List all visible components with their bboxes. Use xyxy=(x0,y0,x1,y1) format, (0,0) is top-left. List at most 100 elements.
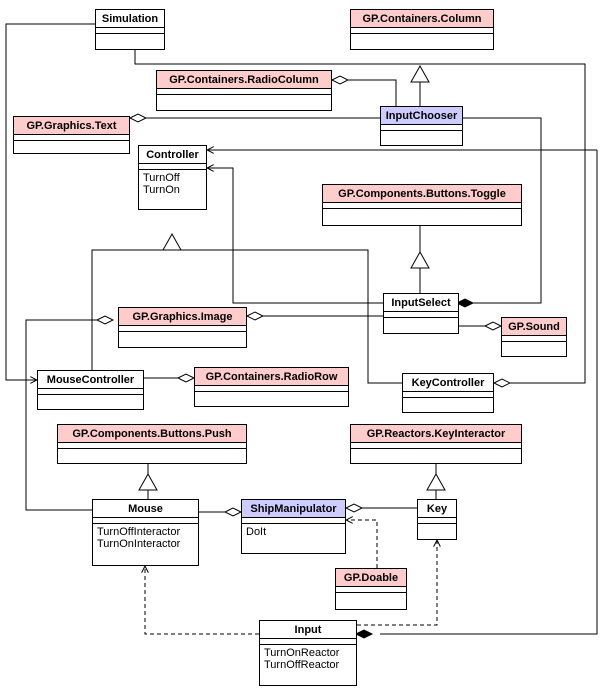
attributes-compartment xyxy=(93,518,198,524)
attributes-compartment xyxy=(242,518,345,524)
operation-doit: DoIt xyxy=(246,526,267,538)
class-keycontroller: KeyController xyxy=(402,373,494,413)
operations-compartment xyxy=(58,449,246,458)
operation-turnonreactor: TurnOnReactor xyxy=(264,647,340,659)
class-name: GP.Containers.RadioColumn xyxy=(157,71,331,89)
aggregation-diamond-text xyxy=(128,113,148,123)
operations-compartment xyxy=(195,392,348,401)
operation-turnoff: TurnOff xyxy=(143,172,180,184)
class-name: InputSelect xyxy=(384,294,458,312)
assoc-input-controller xyxy=(380,150,598,635)
aggregation-diamond-ship-right xyxy=(344,503,364,513)
class-name: GP.Graphics.Image xyxy=(119,308,246,326)
attributes-compartment xyxy=(502,336,566,342)
attributes-compartment xyxy=(195,386,348,392)
operations-compartment xyxy=(381,131,462,140)
class-inputselect: InputSelect xyxy=(383,293,459,334)
class-name: GP.Containers.RadioRow xyxy=(195,368,348,386)
class-input: Input TurnOnReactor TurnOffReactor xyxy=(259,620,357,686)
operations-compartment: TurnOffInteractor TurnOnInteractor xyxy=(93,524,198,552)
class-mousecontroller: MouseController xyxy=(37,370,144,410)
operations-compartment xyxy=(323,209,521,218)
aggregation-diamond-sound xyxy=(483,321,503,331)
attributes-compartment xyxy=(403,392,493,398)
attributes-compartment xyxy=(418,518,456,524)
attributes-compartment xyxy=(58,443,246,449)
operations-compartment xyxy=(351,34,493,43)
operations-compartment xyxy=(351,449,521,458)
class-name: GP.Reactors.KeyInteractor xyxy=(351,425,521,443)
class-name: GP.Graphics.Text xyxy=(14,117,129,135)
composition-inputchooser-inputselect xyxy=(463,117,542,304)
assoc-inputselect-controller xyxy=(207,168,383,304)
class-inputchooser: InputChooser xyxy=(380,106,463,146)
aggregation-diamond-image-left xyxy=(95,315,115,325)
class-name: GP.Sound xyxy=(502,318,566,336)
operations-compartment: TurnOff TurnOn xyxy=(139,170,206,198)
composition-diamond-inputselect xyxy=(455,298,475,308)
aggregation-diamond-image-right xyxy=(245,311,265,321)
operations-compartment xyxy=(502,342,566,351)
class-simulation: Simulation xyxy=(95,9,165,50)
class-gp-reactors-keyinteractor: GP.Reactors.KeyInteractor xyxy=(350,424,522,464)
operations-compartment: DoIt xyxy=(242,524,345,540)
attributes-compartment xyxy=(260,639,356,645)
class-name: KeyController xyxy=(403,374,493,392)
class-name: Mouse xyxy=(93,500,198,518)
class-gp-containers-radiorow: GP.Containers.RadioRow xyxy=(194,367,349,407)
class-gp-sound: GP.Sound xyxy=(501,317,567,357)
class-name: Key xyxy=(418,500,456,518)
generalization-triangle-push xyxy=(138,472,158,491)
class-name: InputChooser xyxy=(381,107,462,125)
class-gp-graphics-image: GP.Graphics.Image xyxy=(118,307,247,348)
class-name: MouseController xyxy=(38,371,143,389)
generalization-triangle-toggle xyxy=(410,250,430,269)
aggregation-diamond-ship-left xyxy=(223,507,243,517)
class-name: GP.Components.Buttons.Toggle xyxy=(323,185,521,203)
class-name: GP.Containers.Column xyxy=(351,10,493,28)
generalization-triangle-keyinteractor xyxy=(426,472,446,491)
class-name: ShipManipulator xyxy=(242,500,345,518)
operations-compartment xyxy=(384,318,458,327)
aggregation-diamond-radiorow xyxy=(176,373,196,383)
class-gp-components-buttons-toggle: GP.Components.Buttons.Toggle xyxy=(322,184,522,226)
dependency-doable-shipmanipulator xyxy=(346,520,378,568)
operation-turnon: TurnOn xyxy=(143,184,180,196)
attributes-compartment xyxy=(351,28,493,34)
attributes-compartment xyxy=(38,389,143,395)
dependency-input-key xyxy=(357,540,437,626)
operations-compartment xyxy=(119,332,246,341)
assoc-simulation-keycontroller xyxy=(134,50,586,384)
operations-compartment xyxy=(157,95,331,104)
class-name: GP.Components.Buttons.Push xyxy=(58,425,246,443)
operations-compartment xyxy=(96,34,164,43)
attributes-compartment xyxy=(96,28,164,34)
generalization-triangle-controller xyxy=(162,232,182,251)
assoc-simulation-mousecontroller xyxy=(5,23,95,380)
class-key: Key xyxy=(417,499,457,540)
class-controller: Controller TurnOff TurnOn xyxy=(138,145,207,210)
class-gp-doable: GP.Doable xyxy=(335,568,407,610)
attributes-compartment xyxy=(336,587,406,593)
operation-turnoninteractor: TurnOnInteractor xyxy=(97,538,181,550)
dependency-input-mouse xyxy=(145,566,259,635)
attributes-compartment xyxy=(323,203,521,209)
operations-compartment: TurnOnReactor TurnOffReactor xyxy=(260,645,356,673)
operation-turnoffreactor: TurnOffReactor xyxy=(264,659,340,671)
class-shipmanipulator: ShipManipulator DoIt xyxy=(241,499,346,554)
aggregation-diamond-radiocolumn xyxy=(330,75,350,85)
aggregation-diamond-keycontroller xyxy=(492,378,512,388)
class-gp-containers-radiocolumn: GP.Containers.RadioColumn xyxy=(156,70,332,111)
attributes-compartment xyxy=(381,125,462,131)
operations-compartment xyxy=(14,141,129,150)
generalization-triangle-column xyxy=(410,64,430,83)
operation-turnoffinteractor: TurnOffInteractor xyxy=(97,526,181,538)
class-mouse: Mouse TurnOffInteractor TurnOnInteractor xyxy=(92,499,199,566)
assoc-image-mouse xyxy=(25,319,97,511)
class-name: GP.Doable xyxy=(336,569,406,587)
operations-compartment xyxy=(38,395,143,404)
class-name: Input xyxy=(260,621,356,639)
class-name: Simulation xyxy=(96,10,164,28)
attributes-compartment xyxy=(384,312,458,318)
